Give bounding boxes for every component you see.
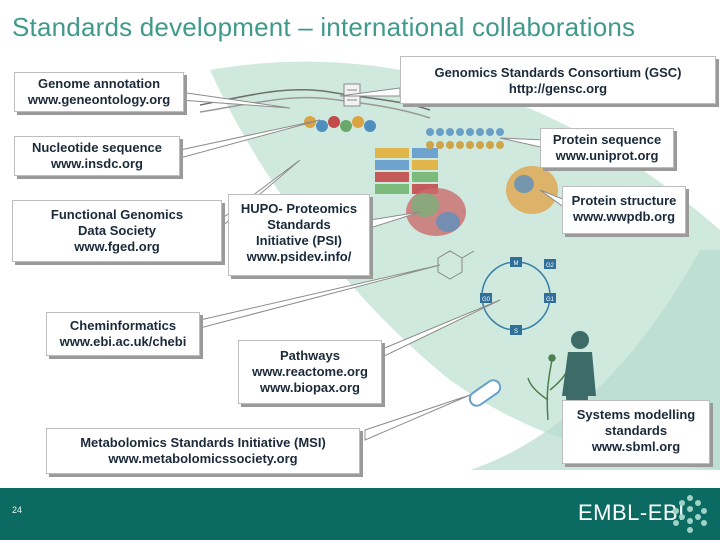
cycle-label-g1: G1 xyxy=(546,297,555,303)
bacterium-icon xyxy=(468,379,502,407)
gsc-label: Genomics Standards Consortium (GSC) xyxy=(434,65,682,80)
cell-cycle-icon: M G2 G0 G1 S xyxy=(480,257,556,335)
nucleotide-icons xyxy=(304,116,376,132)
systems-modelling-callout: Systems modelling standards www.sbml.org xyxy=(562,400,710,464)
page-number: 24 xyxy=(12,505,23,515)
cycle-label-g0: G0 xyxy=(482,297,491,303)
protein-sequence-link[interactable]: www.uniprot.org xyxy=(555,148,659,163)
cycle-label-s: S xyxy=(514,329,518,335)
hupo-link[interactable]: www.psidev.info/ xyxy=(246,249,352,264)
fged-label-line2: Data Society xyxy=(77,223,157,238)
systems-label-line1: Systems modelling xyxy=(576,407,696,422)
fged-link[interactable]: www.fged.org xyxy=(74,239,160,254)
cheminformatics-callout: Cheminformatics www.ebi.ac.uk/chebi xyxy=(46,312,200,356)
nucleotide-callout: Nucleotide sequence www.insdc.org xyxy=(14,136,180,176)
gsc-link[interactable]: http://gensc.org xyxy=(508,81,608,96)
pathways-label: Pathways xyxy=(280,348,340,363)
gsc-callout: Genomics Standards Consortium (GSC) http… xyxy=(400,56,716,104)
hupo-label-line3: Initiative (PSI) xyxy=(256,233,342,248)
pathways-callout: Pathways www.reactome.org www.biopax.org xyxy=(238,340,382,404)
cycle-label-g2: G2 xyxy=(546,263,555,269)
msi-label: Metabolomics Standards Initiative (MSI) xyxy=(80,435,326,450)
systems-label-line2: standards xyxy=(604,423,668,438)
fged-callout: Functional Genomics Data Society www.fge… xyxy=(12,200,222,262)
hupo-label-line2: Standards xyxy=(267,217,331,232)
cheminformatics-link[interactable]: www.ebi.ac.uk/chebi xyxy=(59,334,187,349)
cycle-label-m: M xyxy=(514,261,519,267)
hupo-label-line1: HUPO- Proteomics xyxy=(240,201,358,216)
protein-sequence-icon xyxy=(426,128,504,149)
protein-structure-link[interactable]: www.wwpdb.org xyxy=(572,209,676,224)
genome-annotation-callout: Genome annotation www.geneontology.org xyxy=(14,72,184,112)
genome-annotation-label: Genome annotation xyxy=(37,76,161,91)
sbml-link[interactable]: www.sbml.org xyxy=(591,439,681,454)
genome-annotation-link[interactable]: www.geneontology.org xyxy=(27,92,171,107)
biopax-link[interactable]: www.biopax.org xyxy=(260,380,360,395)
protein-structure-label: Protein structure xyxy=(571,193,677,208)
chemical-structure-icon xyxy=(437,250,475,280)
embl-ebi-logo-icon xyxy=(673,495,707,533)
nucleotide-link[interactable]: www.insdc.org xyxy=(51,156,143,171)
reactome-link[interactable]: www.reactome.org xyxy=(252,364,368,379)
protein-structure-icon xyxy=(406,166,558,236)
page-title: Standards development – international co… xyxy=(12,12,636,42)
protein-sequence-callout: Protein sequence www.uniprot.org xyxy=(540,128,674,168)
fged-label-line1: Functional Genomics xyxy=(50,207,184,222)
sequence-bars-icon xyxy=(375,148,438,194)
embl-ebi-logo-text: EMBL-EBI xyxy=(578,500,685,525)
protein-structure-callout: Protein structure www.wwpdb.org xyxy=(562,186,686,234)
msi-callout: Metabolomics Standards Initiative (MSI) … xyxy=(46,428,360,474)
cheminformatics-label: Cheminformatics xyxy=(69,318,177,333)
footer-bar xyxy=(0,488,720,540)
msi-link[interactable]: www.metabolomicssociety.org xyxy=(108,451,298,466)
hupo-psi-callout: HUPO- Proteomics Standards Initiative (P… xyxy=(228,194,370,276)
protein-sequence-label: Protein sequence xyxy=(552,132,662,147)
nucleotide-label: Nucleotide sequence xyxy=(31,140,163,155)
